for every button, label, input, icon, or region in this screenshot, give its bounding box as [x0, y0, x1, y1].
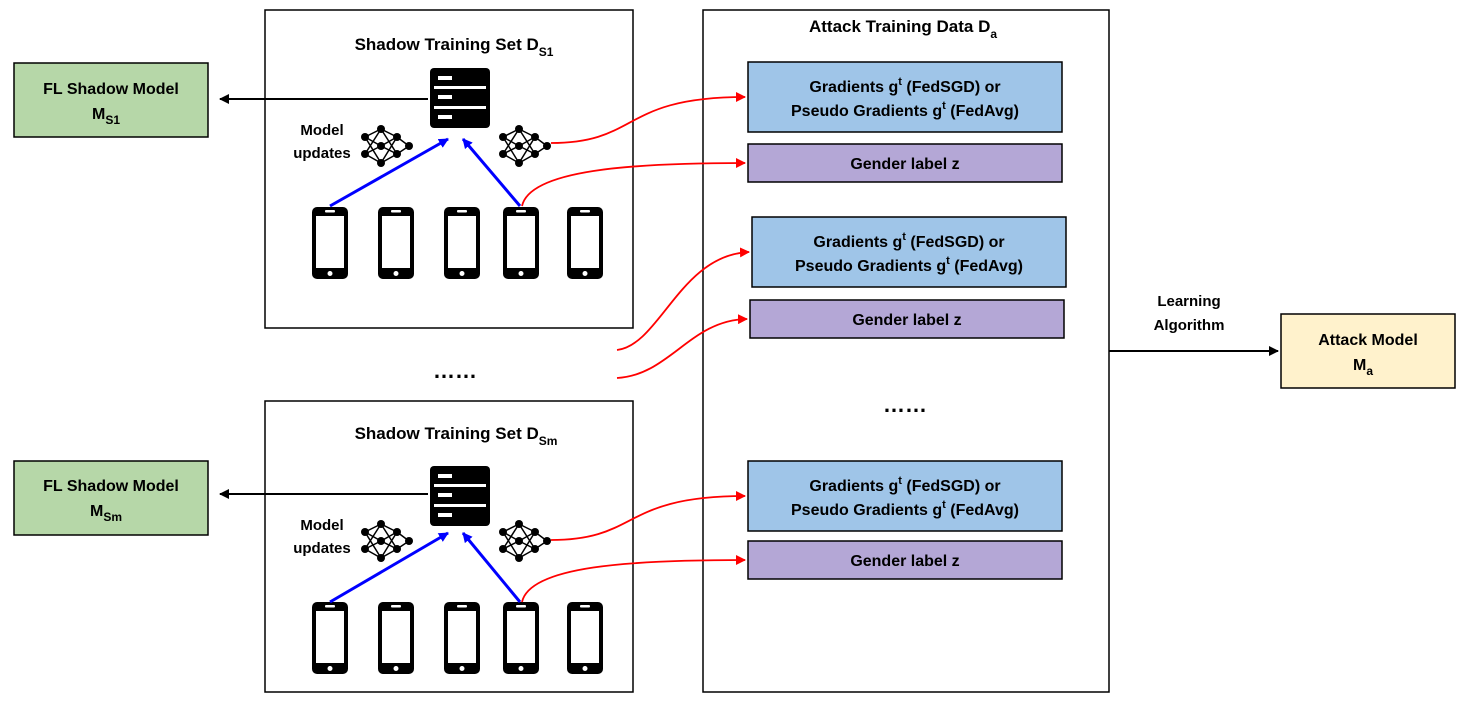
label-flow-arrow	[521, 158, 746, 207]
red-data-flow-arrows	[521, 92, 750, 603]
svg-text:Pseudo Gradients gt (FedAvg): Pseudo Gradients gt (FedAvg)	[791, 499, 1019, 519]
svg-text:Gender label z: Gender label z	[850, 156, 959, 173]
smartphone-icon	[503, 207, 539, 279]
label-flow-arrow	[616, 314, 748, 379]
smartphone-icon	[378, 207, 414, 279]
gender-label-box: Gender label z	[749, 299, 1065, 339]
gradient-flow-arrow	[616, 247, 750, 351]
shadow-set-m-title: Shadow Training Set DSm	[355, 424, 558, 448]
smartphone-icon	[378, 602, 414, 674]
attack-training-data: Attack Training Data Da Gradients gt (Fe…	[702, 9, 1110, 693]
smartphone-icon	[567, 207, 603, 279]
model-updates-label: updates	[293, 145, 351, 162]
attack-model: Attack Model Ma	[1280, 313, 1456, 389]
fl-shadow-model-1-label: FL Shadow Model	[43, 81, 179, 98]
smartphone-icon	[312, 207, 348, 279]
smartphone-icon	[312, 602, 348, 674]
learning-algorithm-label: Learning	[1157, 293, 1220, 310]
gradient-flow-arrow	[550, 491, 746, 541]
gradient-box: Gradients gt (FedSGD) or Pseudo Gradient…	[751, 216, 1067, 288]
attack-training-data-title: Attack Training Data Da	[809, 17, 997, 41]
update-arrow	[329, 137, 449, 208]
svg-text:Pseudo Gradients gt (FedAvg): Pseudo Gradients gt (FedAvg)	[791, 100, 1019, 120]
learning-algorithm-label: Algorithm	[1154, 317, 1225, 334]
svg-text:Gradients gt (FedSGD) or: Gradients gt (FedSGD) or	[809, 475, 1000, 495]
gradient-box: Gradients gt (FedSGD) or Pseudo Gradient…	[747, 460, 1063, 532]
svg-text:Gender label z: Gender label z	[852, 312, 961, 329]
svg-text:Gradients gt (FedSGD) or: Gradients gt (FedSGD) or	[809, 76, 1000, 96]
gender-label-box: Gender label z	[747, 143, 1063, 183]
middle-ellipsis: ……	[433, 358, 477, 383]
model-updates-label: updates	[293, 540, 351, 557]
attack-model-symbol: Ma	[1353, 357, 1373, 378]
fl-shadow-model-1-symbol: MS1	[92, 106, 120, 127]
gradient-flow-arrow	[550, 92, 746, 144]
shadow-set-1-title: Shadow Training Set DS1	[355, 35, 554, 59]
model-updates-label: Model	[300, 122, 343, 139]
attack-model-label: Attack Model	[1318, 332, 1418, 349]
fl-shadow-model-m: FL Shadow Model MSm	[13, 460, 209, 536]
update-arrow	[329, 531, 449, 604]
gradient-box: Gradients gt (FedSGD) or Pseudo Gradient…	[747, 61, 1063, 133]
smartphone-icon	[567, 602, 603, 674]
server-icon	[430, 466, 490, 526]
update-arrow	[461, 532, 522, 603]
model-updates-label: Model	[300, 517, 343, 534]
shadow-training-set-1: Shadow Training Set DS1 Model updates	[219, 9, 634, 329]
shadow-training-set-m: Shadow Training Set DSm Model updates	[219, 400, 634, 693]
smartphone-icon	[503, 602, 539, 674]
attack-data-ellipsis: ……	[883, 392, 927, 417]
smartphone-icon	[444, 602, 480, 674]
fl-shadow-model-1: FL Shadow Model MS1	[13, 62, 209, 138]
update-arrow	[461, 138, 522, 207]
fl-shadow-model-m-symbol: MSm	[90, 503, 122, 524]
shadow-set-1-frame	[264, 9, 634, 329]
smartphone-icon	[444, 207, 480, 279]
server-icon	[430, 68, 490, 128]
fl-shadow-model-m-label: FL Shadow Model	[43, 478, 179, 495]
label-flow-arrow	[521, 555, 746, 603]
svg-text:Gender label z: Gender label z	[850, 553, 959, 570]
gender-label-box: Gender label z	[747, 540, 1063, 580]
svg-text:Gradients gt (FedSGD) or: Gradients gt (FedSGD) or	[813, 231, 1004, 251]
svg-text:Pseudo Gradients gt (FedAvg): Pseudo Gradients gt (FedAvg)	[795, 255, 1023, 275]
